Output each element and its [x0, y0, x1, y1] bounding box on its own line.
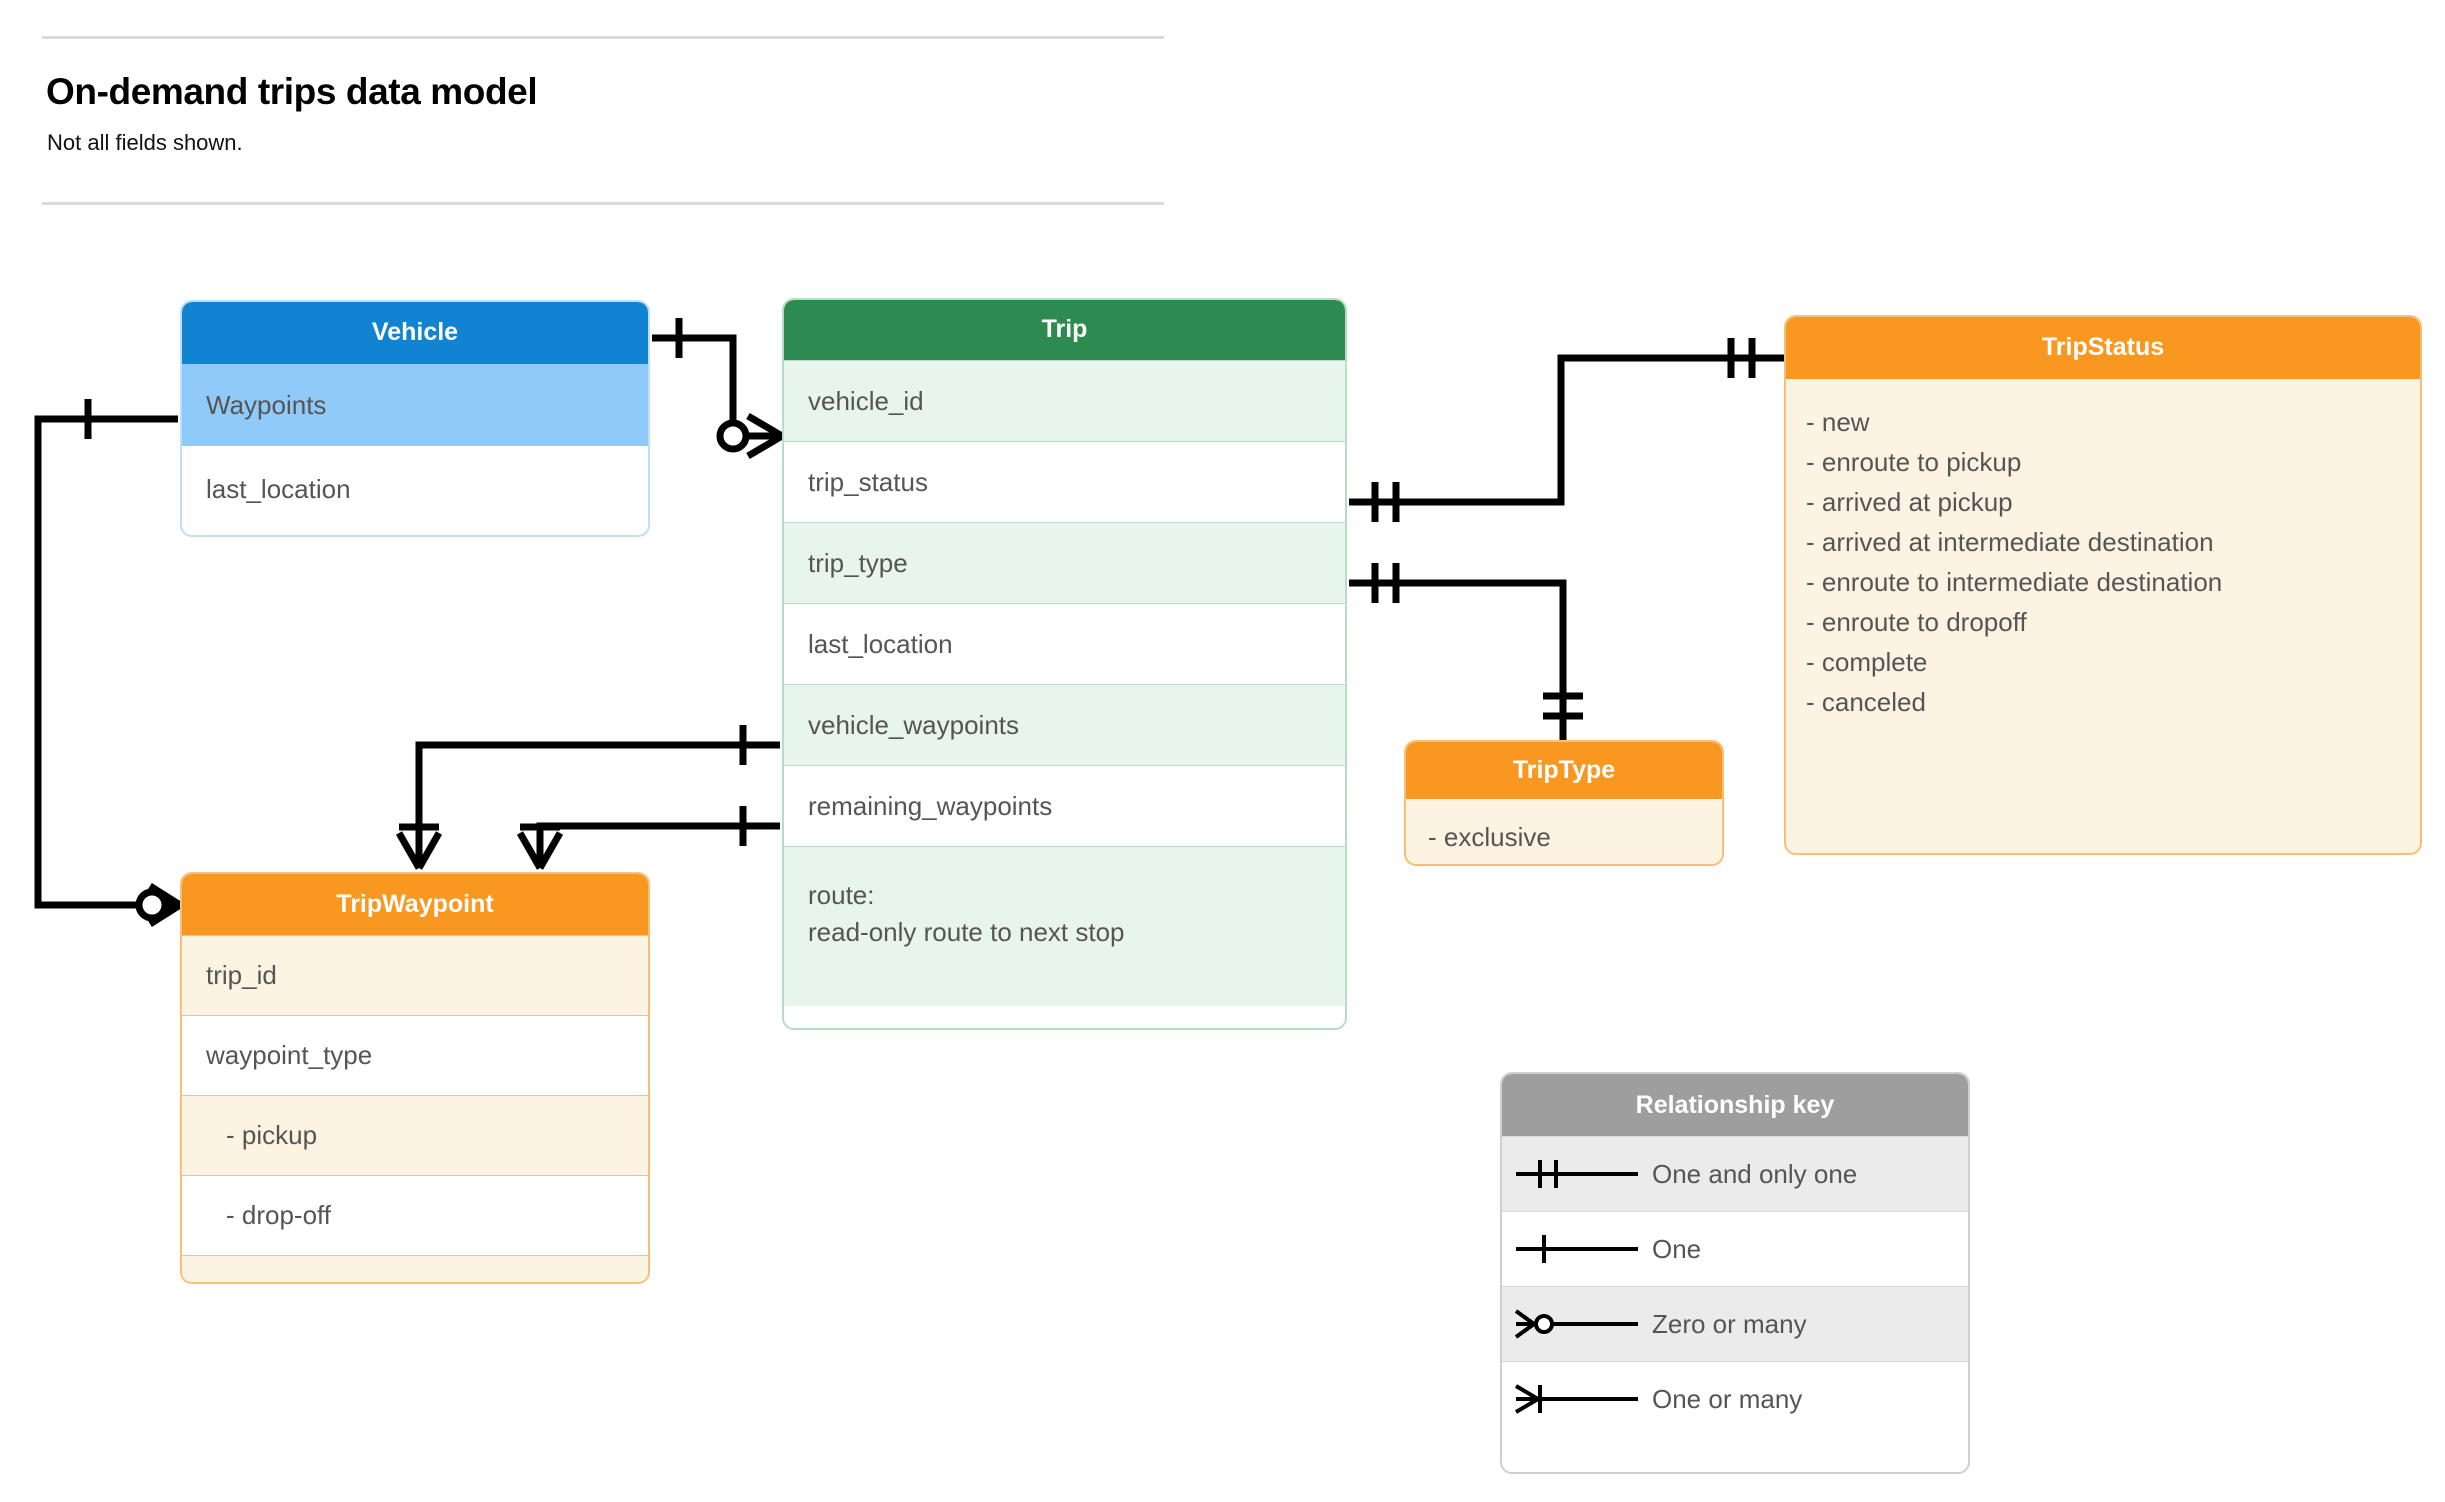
field-tripwaypoint-trip-id[interactable]: trip_id: [182, 935, 648, 1015]
entity-vehicle-title: Vehicle: [182, 302, 648, 364]
relationship-key-panel: Relationship key One and only one: [1500, 1072, 1970, 1474]
entity-tripstatus[interactable]: TripStatus - new - enroute to pickup - a…: [1784, 315, 2422, 855]
field-trip-trip-status[interactable]: trip_status: [784, 441, 1345, 522]
entity-tripstatus-title: TripStatus: [1786, 317, 2420, 379]
header-divider-bottom: [42, 202, 1164, 205]
entity-vehicle[interactable]: Vehicle Waypoints last_location: [180, 300, 650, 537]
entity-tripwaypoint-title: TripWaypoint: [182, 874, 648, 935]
field-trip-route-line1: route:: [808, 880, 875, 910]
tripstatus-value-list: - new - enroute to pickup - arrived at p…: [1786, 379, 2420, 727]
field-trip-route-line2: read-only route to next stop: [808, 916, 1125, 947]
field-trip-vehicle-id[interactable]: vehicle_id: [784, 360, 1345, 441]
triptype-value: - shared: [1428, 860, 1722, 865]
field-tripwaypoint-value-dropoff[interactable]: - drop-off: [182, 1175, 648, 1255]
field-vehicle-last-location[interactable]: last_location: [182, 446, 648, 532]
legend-label: One and only one: [1652, 1158, 1858, 1189]
tripstatus-value: - canceled: [1806, 686, 1926, 717]
tripstatus-value: - enroute to pickup: [1806, 446, 2022, 477]
legend-row-one: One: [1502, 1211, 1968, 1286]
relationship-key-title: Relationship key: [1502, 1074, 1968, 1136]
tripstatus-value: - arrived at intermediate destination: [1806, 526, 2214, 557]
legend-row-one-or-many: One or many: [1502, 1361, 1968, 1436]
one-or-many-icon: [1502, 1379, 1652, 1419]
field-tripwaypoint-value-intermediate[interactable]: - intermediate: [182, 1255, 648, 1282]
field-trip-trip-type[interactable]: trip_type: [784, 522, 1345, 603]
legend-label: One or many: [1652, 1383, 1803, 1414]
tripstatus-value: - enroute to intermediate destination: [1806, 566, 2223, 597]
page-title: On-demand trips data model: [46, 71, 538, 112]
legend-label: One: [1652, 1233, 1702, 1264]
one-icon: [1502, 1229, 1652, 1269]
field-trip-vehicle-waypoints[interactable]: vehicle_waypoints: [784, 684, 1345, 765]
zero-or-many-icon: [1502, 1304, 1652, 1344]
header-divider-top: [42, 36, 1164, 39]
field-trip-last-location[interactable]: last_location: [784, 603, 1345, 684]
one-and-only-one-icon: [1502, 1154, 1652, 1194]
entity-trip[interactable]: Trip vehicle_id trip_status trip_type la…: [782, 298, 1347, 1030]
tripstatus-value: - complete: [1806, 646, 1928, 677]
entity-triptype[interactable]: TripType - exclusive - shared: [1404, 740, 1724, 866]
field-trip-remaining-waypoints[interactable]: remaining_waypoints: [784, 765, 1345, 846]
triptype-value: - exclusive: [1428, 822, 1551, 852]
legend-label: Zero or many: [1652, 1308, 1807, 1339]
field-vehicle-waypoints[interactable]: Waypoints: [182, 364, 648, 446]
entity-tripwaypoint[interactable]: TripWaypoint trip_id waypoint_type - pic…: [180, 872, 650, 1284]
page-subtitle: Not all fields shown.: [47, 130, 243, 155]
legend-row-one-and-only-one: One and only one: [1502, 1136, 1968, 1211]
tripstatus-value: - enroute to dropoff: [1806, 606, 2027, 637]
tripstatus-value: - new: [1806, 407, 1870, 437]
field-tripwaypoint-value-pickup[interactable]: - pickup: [182, 1095, 648, 1175]
entity-trip-title: Trip: [784, 300, 1345, 360]
field-trip-route[interactable]: route: read-only route to next stop: [784, 846, 1345, 1006]
tripstatus-value: - arrived at pickup: [1806, 486, 2013, 517]
triptype-value-list: - exclusive - shared: [1406, 799, 1722, 865]
entity-triptype-title: TripType: [1406, 742, 1722, 799]
field-tripwaypoint-waypoint-type[interactable]: waypoint_type: [182, 1015, 648, 1095]
legend-row-zero-or-many: Zero or many: [1502, 1286, 1968, 1361]
